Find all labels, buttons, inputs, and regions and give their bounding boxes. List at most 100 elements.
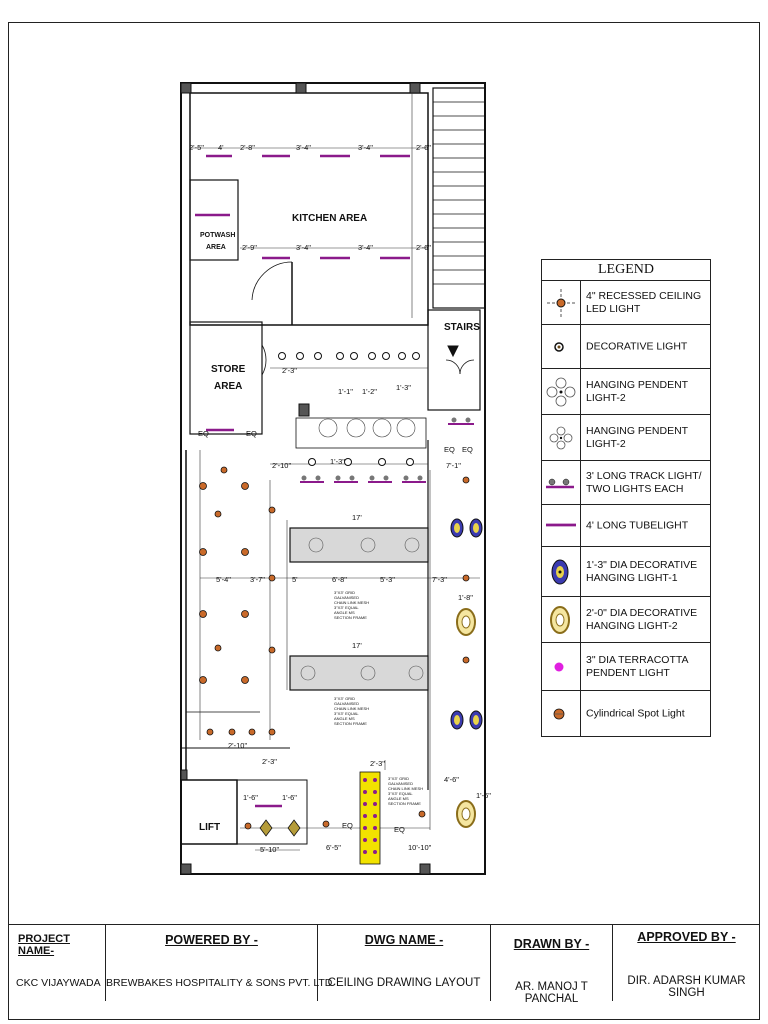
svg-text:ANGLE MS: ANGLE MS: [388, 796, 409, 801]
ceiling-plan: KITCHEN AREA POTWASH AREA STORE AREA STA…: [180, 82, 491, 875]
svg-text:ANGLE MS: ANGLE MS: [334, 610, 355, 615]
svg-text:AREA: AREA: [214, 381, 242, 392]
svg-text:1'-1": 1'-1": [338, 387, 353, 396]
powered-label: POWERED BY -: [165, 933, 258, 947]
room-store: STORE: [211, 364, 246, 375]
svg-text:3"X3" EQUAL: 3"X3" EQUAL: [334, 711, 359, 716]
svg-text:7'-1": 7'-1": [446, 461, 461, 470]
grid-panels: [289, 527, 429, 865]
decorative-lights: [278, 352, 420, 466]
svg-text:1'-6": 1'-6": [476, 791, 491, 800]
svg-text:3"X3" GRID: 3"X3" GRID: [334, 590, 355, 595]
svg-text:3"X3" EQUAL: 3"X3" EQUAL: [388, 791, 413, 796]
svg-text:CHAIN LINK MESH: CHAIN LINK MESH: [388, 786, 423, 791]
legend-item: 4' LONG TUBELIGHT: [542, 504, 710, 547]
svg-text:EQ: EQ: [394, 825, 405, 834]
svg-text:7'-3": 7'-3": [432, 575, 447, 584]
room-potwash: POTWASH: [200, 232, 235, 239]
svg-text:SECTION FRAME: SECTION FRAME: [334, 615, 367, 620]
svg-text:2'-6": 2'-6": [416, 243, 431, 252]
svg-text:2'-8": 2'-8": [240, 143, 255, 152]
svg-text:4'-6": 4'-6": [444, 775, 459, 784]
lift-block: [180, 779, 238, 845]
drawn-label: DRAWN BY -: [513, 937, 590, 951]
project-label: PROJECT NAME-: [18, 933, 70, 957]
svg-text:EQ: EQ: [444, 445, 455, 454]
svg-text:17': 17': [352, 641, 362, 650]
svg-text:5': 5': [292, 575, 298, 584]
svg-text:SECTION FRAME: SECTION FRAME: [388, 801, 421, 806]
svg-text:3'-4": 3'-4": [358, 143, 373, 152]
svg-text:3'-4": 3'-4": [296, 143, 311, 152]
legend-item: 3" DIA TERRACOTTA PENDENT LIGHT: [542, 642, 710, 691]
svg-text:2'-3": 2'-3": [282, 366, 297, 375]
spot-light-icon: Cylindrical Spot Light: [586, 707, 685, 720]
decorative-light-icon: DECORATIVE LIGHT: [586, 340, 688, 353]
terracotta-pendant-icon: 3" DIA TERRACOTTA PENDENT LIGHT: [586, 654, 688, 679]
powered-value: BREWBAKES HOSPITALITY & SONS PVT. LTD: [106, 977, 333, 989]
svg-text:EQ: EQ: [462, 445, 473, 454]
grid-notes: 3"X3" GRID GALVANISED CHAIN LINK MESH 3"…: [334, 590, 423, 806]
svg-text:2'-10": 2'-10": [272, 461, 291, 470]
stairs-block: [432, 87, 486, 309]
svg-text:3'-4": 3'-4": [296, 243, 311, 252]
svg-text:6'-5": 6'-5": [326, 843, 341, 852]
svg-text:GALVANISED: GALVANISED: [388, 781, 413, 786]
dwg-value: CEILING DRAWING LAYOUT: [327, 977, 481, 989]
svg-text:SECTION FRAME: SECTION FRAME: [334, 721, 367, 726]
pendant-light-icon: HANGING PENDENT LIGHT-2: [586, 379, 688, 404]
svg-text:2'-3": 2'-3": [370, 759, 385, 768]
tubelights: [195, 154, 410, 808]
svg-text:17': 17': [352, 513, 362, 522]
pendant-lights: [318, 418, 416, 438]
kitchen-wall: [189, 92, 429, 326]
track-lights: [300, 417, 474, 483]
recessed-led-icon: 4" RECESSED CEILING LED LIGHT: [586, 290, 702, 315]
dwg-cell: DWG NAME - CEILING DRAWING LAYOUT: [318, 925, 491, 1001]
room-kitchen: KITCHEN AREA: [292, 213, 367, 224]
svg-text:3"X3" EQUAL: 3"X3" EQUAL: [334, 605, 359, 610]
dimensions: 2'-5" 4' 2'-8" 3'-4" 3'-4" 2'-6" 2'-9" 3…: [189, 143, 491, 854]
svg-text:6'-8": 6'-8": [332, 575, 347, 584]
svg-text:3"X3" GRID: 3"X3" GRID: [388, 776, 409, 781]
svg-text:CHAIN LINK MESH: CHAIN LINK MESH: [334, 600, 369, 605]
svg-text:ANGLE MS: ANGLE MS: [334, 716, 355, 721]
svg-text:GALVANISED: GALVANISED: [334, 701, 359, 706]
svg-text:EQ: EQ: [342, 821, 353, 830]
svg-text:2'-6": 2'-6": [416, 143, 431, 152]
room-lift: LIFT: [199, 822, 220, 833]
building-outline: [180, 82, 486, 875]
approved-label: APPROVED BY -: [637, 930, 736, 944]
drawn-cell: DRAWN BY - AR. MANOJ T PANCHAL: [491, 925, 613, 1005]
legend-title: LEGEND: [542, 260, 710, 281]
svg-text:1'-6": 1'-6": [282, 793, 297, 802]
hanging-light-1-icon: 1'-3" DIA DECORATIVE HANGING LIGHT-1: [586, 559, 698, 584]
approved-value: DIR. ADARSH KUMAR SINGH: [627, 975, 746, 999]
pendant-light-small-icon: HANGING PENDENT LIGHT-2: [586, 425, 688, 450]
hanging-lights-2: [456, 608, 476, 828]
approved-cell: APPROVED BY - DIR. ADARSH KUMAR SINGH: [613, 925, 760, 1001]
svg-text:1'-8": 1'-8": [458, 593, 473, 602]
drawing-sheet: [8, 22, 760, 1020]
svg-text:3'-4": 3'-4": [358, 243, 373, 252]
svg-text:3"X3" GRID: 3"X3" GRID: [334, 696, 355, 701]
track-light-icon: 3' LONG TRACK LIGHT/ TWO LIGHTS EACH: [586, 470, 702, 495]
legend-item: HANGING PENDENT LIGHT-2: [542, 414, 710, 461]
svg-text:GALVANISED: GALVANISED: [334, 595, 359, 600]
drawn-value: AR. MANOJ T PANCHAL: [515, 981, 588, 1005]
svg-text:5'-3": 5'-3": [380, 575, 395, 584]
project-cell: PROJECT NAME- CKC VIJAYWADA: [8, 925, 106, 1001]
svg-text:CHAIN LINK MESH: CHAIN LINK MESH: [334, 706, 369, 711]
legend: LEGEND 4" RECESSED CEILING LED LIGHT DEC…: [541, 259, 711, 737]
svg-text:1'-3": 1'-3": [396, 383, 411, 392]
legend-item: 1'-3" DIA DECORATIVE HANGING LIGHT-1: [542, 546, 710, 597]
svg-text:3'-7": 3'-7": [250, 575, 265, 584]
svg-text:1'-3": 1'-3": [330, 457, 345, 466]
powered-cell: POWERED BY - BREWBAKES HOSPITALITY & SON…: [106, 925, 333, 1001]
hanging-light-2-icon: 2'-0" DIA DECORATIVE HANGING LIGHT-2: [586, 607, 698, 632]
legend-item: HANGING PENDENT LIGHT-2: [542, 368, 710, 415]
svg-text:2'-9": 2'-9": [242, 243, 257, 252]
project-value: CKC VIJAYWADA: [16, 977, 101, 989]
svg-text:4': 4': [218, 143, 224, 152]
lift-lobby-lights: [259, 819, 301, 837]
